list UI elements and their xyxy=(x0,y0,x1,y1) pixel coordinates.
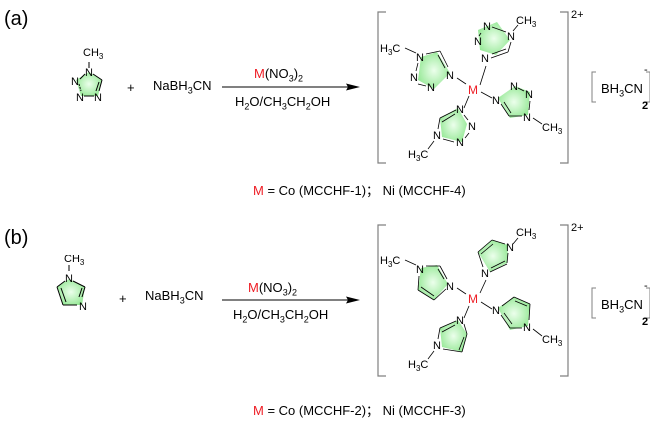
counterion-charge-a: - xyxy=(644,64,648,76)
ring-fill xyxy=(76,72,102,96)
reaction-arrow-a xyxy=(222,83,360,91)
reagent-b: NaBH3CN xyxy=(145,288,204,306)
ligand-tetrazole: CH3 N N N N xyxy=(71,47,104,104)
reaction-arrow-b xyxy=(222,296,360,304)
methyl-ul: H3C xyxy=(380,255,400,269)
svg-text:N: N xyxy=(468,121,476,133)
svg-text:N: N xyxy=(446,70,454,82)
imidazole-ring-ll xyxy=(440,320,467,352)
panel-label-b: (b) xyxy=(4,227,29,249)
counterion-count-b: 2 xyxy=(642,316,649,328)
caption-a: M = Co (MCCHF-1)； Ni (MCCHF-4) xyxy=(253,183,466,198)
metal-center: M xyxy=(468,83,478,97)
plus-sign-a: + xyxy=(127,80,135,95)
svg-text:N: N xyxy=(85,67,93,79)
svg-text:N: N xyxy=(525,89,533,101)
counterion-a: BH3CN xyxy=(601,81,643,99)
counterion-bracket-left xyxy=(591,71,596,103)
svg-text:N: N xyxy=(474,36,482,48)
counterion-charge-b: - xyxy=(644,280,648,292)
svg-text:N: N xyxy=(71,76,79,88)
svg-text:N: N xyxy=(76,92,84,104)
methyl-ur: CH3 xyxy=(516,15,537,29)
svg-text:N: N xyxy=(481,268,489,280)
methyl-label: CH3 xyxy=(83,47,104,61)
svg-text:N: N xyxy=(65,273,73,285)
tetrazole-ring-lr xyxy=(498,86,530,118)
imidazole-ring-ur xyxy=(478,240,508,272)
bracket-right xyxy=(560,11,569,164)
svg-text:N: N xyxy=(523,112,531,124)
methyl-label: CH3 xyxy=(64,255,85,267)
svg-text:N: N xyxy=(416,264,424,276)
svg-text:N: N xyxy=(492,95,500,107)
methyl-ul: H3C xyxy=(380,43,400,57)
metal-center: M xyxy=(468,292,478,306)
svg-text:N: N xyxy=(507,31,515,43)
methyl-lr: CH3 xyxy=(542,334,563,348)
svg-text:N: N xyxy=(483,21,491,33)
counterion-bracket-left xyxy=(591,287,596,319)
arrow-top-b: M(NO3)2 xyxy=(248,280,298,298)
svg-text:N: N xyxy=(492,305,500,317)
counterion-count-a: 2 xyxy=(642,100,649,112)
svg-text:N: N xyxy=(456,137,464,149)
svg-text:N: N xyxy=(433,340,441,352)
bracket-right xyxy=(560,224,569,377)
arrow-top-a: M(NO3)2 xyxy=(254,66,304,84)
svg-text:N: N xyxy=(506,242,514,254)
methyl-ur: CH3 xyxy=(516,227,537,241)
methyl-ll: H3C xyxy=(408,149,428,163)
svg-text:N: N xyxy=(427,82,435,94)
svg-text:N: N xyxy=(456,315,464,327)
product-complex-a: 2+ M N N N N H3C N N N N CH3 N N N N CH3… xyxy=(377,9,650,164)
reagent-a: NaBH3CN xyxy=(153,78,212,96)
complex-charge: 2+ xyxy=(571,222,584,234)
svg-text:N: N xyxy=(456,104,464,116)
bracket-left xyxy=(377,224,386,377)
tetrazole-ring-ul xyxy=(418,52,450,89)
arrow-bottom-a: H2O/CH3CH2OH xyxy=(235,94,331,112)
svg-text:N: N xyxy=(410,72,418,84)
svg-text:N: N xyxy=(446,281,454,293)
svg-text:N: N xyxy=(510,81,518,93)
counterion-bracket-right xyxy=(646,287,650,319)
plus-sign-b: + xyxy=(119,291,127,306)
bracket-left xyxy=(377,11,386,164)
complex-charge: 2+ xyxy=(571,9,584,21)
methyl-lr: CH3 xyxy=(542,122,563,136)
ligand-imidazole: CH3 N N xyxy=(56,255,87,313)
product-complex-b: 2+ M N N H3C N N CH3 N N CH3 N N H3C xyxy=(377,222,650,377)
caption-b: M = Co (MCCHF-2)； Ni (MCCHF-3) xyxy=(253,403,466,418)
ring-fill xyxy=(57,279,85,305)
arrow-bottom-b: H2O/CH3CH2OH xyxy=(233,307,329,325)
svg-text:N: N xyxy=(416,52,424,64)
tetrazole-ring-ll xyxy=(440,108,467,142)
methyl-ll: H3C xyxy=(408,359,428,373)
svg-text:N: N xyxy=(79,301,87,313)
svg-text:N: N xyxy=(523,322,531,334)
panel-label-a: (a) xyxy=(4,8,29,30)
svg-text:N: N xyxy=(94,92,102,104)
counterion-b: BH3CN xyxy=(601,297,643,315)
svg-text:N: N xyxy=(433,130,441,142)
counterion-bracket-right xyxy=(646,71,650,103)
svg-text:N: N xyxy=(481,53,489,65)
